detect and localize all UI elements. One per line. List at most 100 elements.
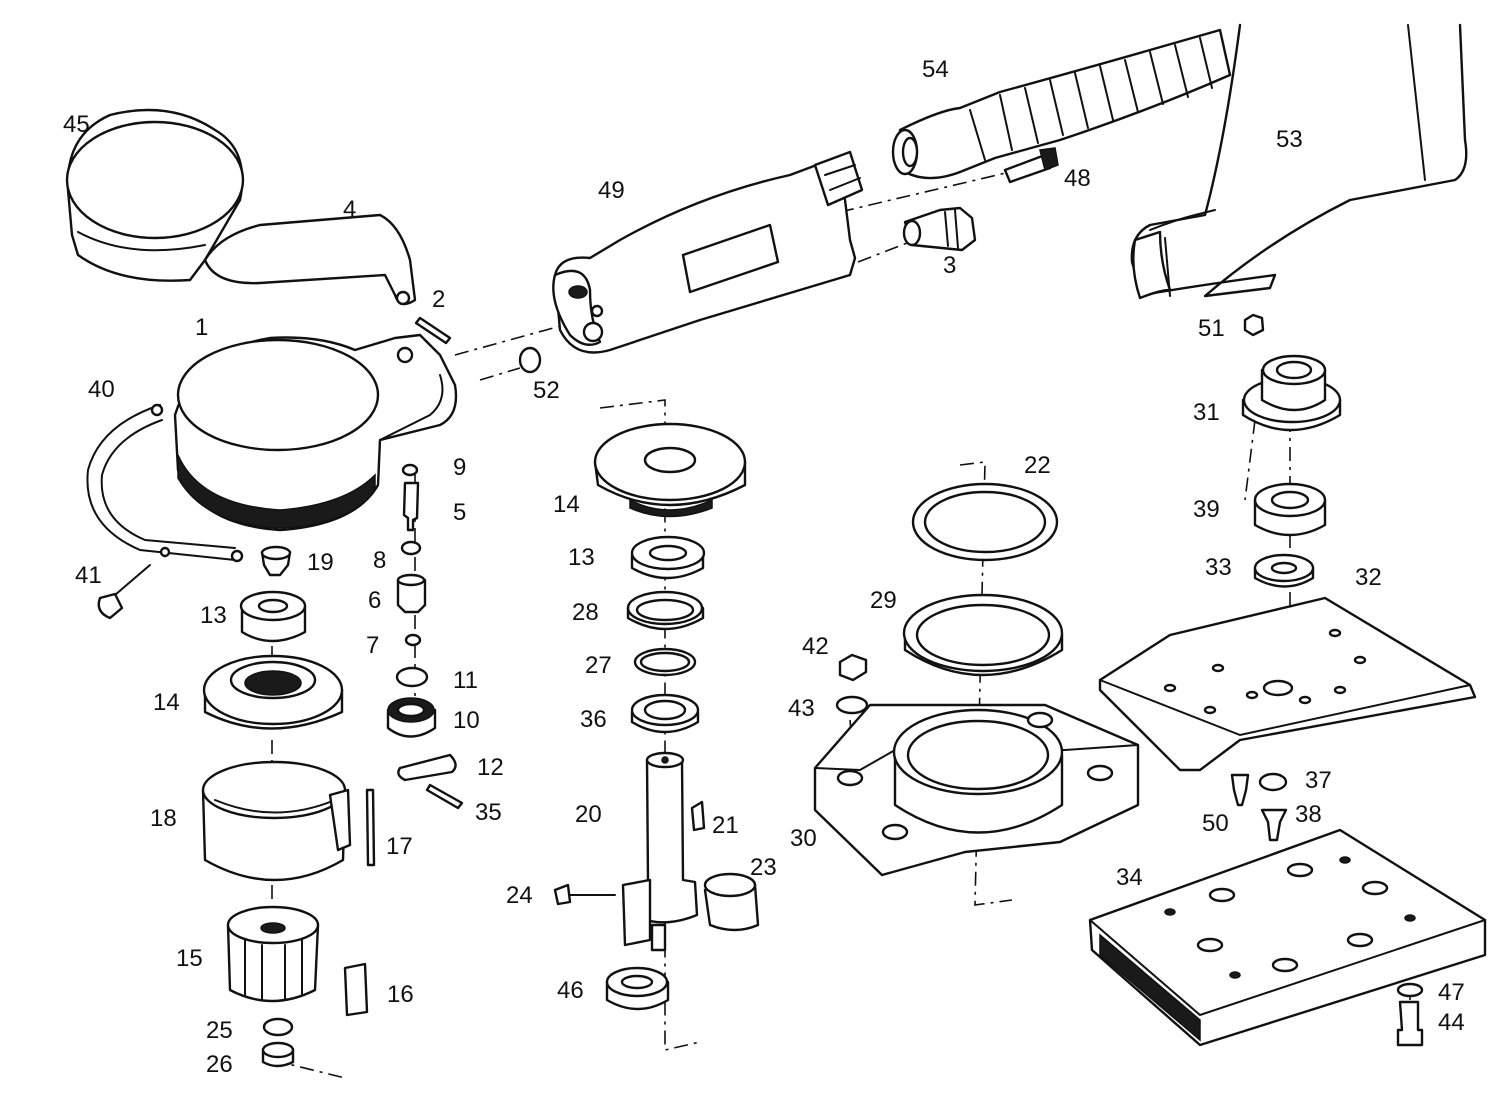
part-26-bushing xyxy=(261,1041,295,1068)
part-49-handle xyxy=(552,150,864,354)
label-45: 45 xyxy=(63,111,90,138)
label-8: 8 xyxy=(373,547,386,574)
part-25-washer xyxy=(262,1017,294,1037)
label-24: 24 xyxy=(506,882,533,909)
part-17-pin xyxy=(365,788,376,867)
label-16: 16 xyxy=(387,981,414,1008)
label-22: 22 xyxy=(1024,452,1051,479)
part-12-lever xyxy=(397,753,457,782)
part-8-spring xyxy=(400,540,422,556)
part-51-nut xyxy=(1243,313,1265,337)
label-35: 35 xyxy=(475,799,502,826)
label-10: 10 xyxy=(453,707,480,734)
label-13-center: 13 xyxy=(568,544,595,571)
label-54: 54 xyxy=(922,56,949,83)
part-42-nut xyxy=(838,653,868,682)
label-39: 39 xyxy=(1193,496,1220,523)
center-stack xyxy=(553,422,760,1011)
part-35-pin xyxy=(425,783,464,810)
label-14-left: 14 xyxy=(153,689,180,716)
label-36: 36 xyxy=(580,706,607,733)
label-1: 1 xyxy=(195,314,208,341)
label-30: 30 xyxy=(790,825,817,852)
label-50: 50 xyxy=(1202,810,1229,837)
label-14-center: 14 xyxy=(553,491,580,518)
label-34: 34 xyxy=(1116,864,1143,891)
label-18: 18 xyxy=(150,805,177,832)
part-11-ring xyxy=(395,666,429,688)
part-24-screw xyxy=(553,883,572,906)
part-50-screw xyxy=(1230,773,1250,807)
label-52: 52 xyxy=(533,377,560,404)
part-34-pad xyxy=(1088,828,1487,1047)
part-19-plug xyxy=(260,545,292,577)
label-43: 43 xyxy=(788,695,815,722)
label-41: 41 xyxy=(75,562,102,589)
label-28: 28 xyxy=(572,599,599,626)
label-21: 21 xyxy=(712,812,739,839)
label-44: 44 xyxy=(1438,1009,1465,1036)
part-38-screw xyxy=(1260,808,1288,842)
part-16-vane xyxy=(343,962,369,1017)
label-5: 5 xyxy=(453,499,466,526)
label-27: 27 xyxy=(585,652,612,679)
part-4-lever xyxy=(203,213,417,306)
part-21-key xyxy=(690,800,706,832)
part-53-bag xyxy=(1130,23,1468,300)
label-25: 25 xyxy=(206,1017,233,1044)
part-5-valve-stem xyxy=(402,481,420,532)
label-4: 4 xyxy=(343,196,356,223)
part-14-left-plate xyxy=(202,654,344,730)
part-41-screw xyxy=(97,564,151,620)
label-12: 12 xyxy=(477,754,504,781)
label-6: 6 xyxy=(368,587,381,614)
part-54-hose xyxy=(891,28,1232,180)
label-38: 38 xyxy=(1295,801,1322,828)
label-23: 23 xyxy=(750,854,777,881)
label-2: 2 xyxy=(432,286,445,313)
part-40-belt-clip xyxy=(86,403,244,563)
valve-stack xyxy=(386,463,464,810)
part-45-cover xyxy=(65,108,245,282)
label-29: 29 xyxy=(870,587,897,614)
label-37: 37 xyxy=(1305,767,1332,794)
label-49: 49 xyxy=(598,177,625,204)
label-48: 48 xyxy=(1064,165,1091,192)
label-11: 11 xyxy=(453,667,478,694)
part-2-pin xyxy=(414,316,452,345)
label-9: 9 xyxy=(453,454,466,481)
part-7-oring xyxy=(404,633,422,647)
part-39-bearing xyxy=(1253,482,1327,537)
part-9-oring xyxy=(401,463,419,477)
label-7: 7 xyxy=(366,632,379,659)
label-15: 15 xyxy=(176,945,203,972)
part-31-flange xyxy=(1241,354,1342,432)
label-53: 53 xyxy=(1276,126,1303,153)
part-3-fitting xyxy=(902,206,977,252)
label-17: 17 xyxy=(386,833,413,860)
label-20: 20 xyxy=(575,801,602,828)
part-47-washer xyxy=(1396,982,1424,998)
part-37-lockwasher xyxy=(1258,772,1288,792)
label-46: 46 xyxy=(557,977,584,1004)
label-26: 26 xyxy=(206,1051,233,1078)
label-40: 40 xyxy=(88,376,115,403)
label-51: 51 xyxy=(1198,315,1225,342)
label-47: 47 xyxy=(1438,979,1465,1006)
label-33: 33 xyxy=(1205,554,1232,581)
part-44-screw xyxy=(1396,1000,1424,1047)
part-48-screw xyxy=(1003,147,1059,184)
part-18-cylinder xyxy=(201,760,352,882)
part-15-rotor xyxy=(226,905,320,1003)
part-32-plate xyxy=(1098,596,1477,772)
label-3: 3 xyxy=(943,252,956,279)
part-43-washer xyxy=(835,695,869,715)
label-42: 42 xyxy=(802,633,829,660)
part-52-oring xyxy=(518,346,542,374)
label-31: 31 xyxy=(1193,399,1220,426)
label-13-left: 13 xyxy=(200,602,227,629)
part-numbers: 1 2 3 4 5 6 7 8 9 10 11 12 13 13 14 14 1… xyxy=(63,56,1465,1078)
label-19: 19 xyxy=(307,549,334,576)
pad-stack xyxy=(813,482,1140,877)
